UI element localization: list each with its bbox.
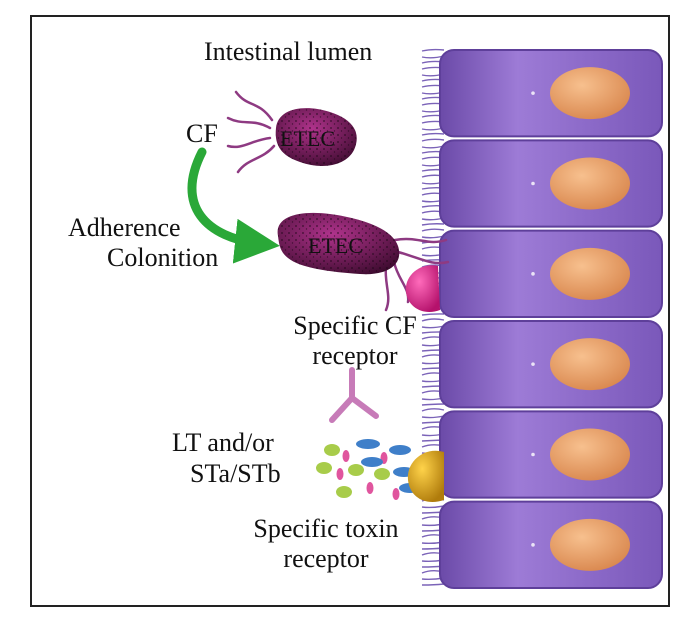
y-receptor (329, 367, 379, 423)
toxin-receptor-label-line1: Specific toxin (253, 514, 399, 543)
etec-label-bottom: ETEC (308, 233, 363, 258)
cf-receptor-label-line1: Specific CF (293, 311, 417, 340)
toxin-green (374, 468, 390, 480)
cell-nucleus (550, 67, 630, 120)
toxin-blue (356, 439, 380, 449)
epithelial-cell (439, 410, 663, 499)
etec-bacterium-free (226, 90, 357, 174)
adherence-label: Adherence (68, 213, 181, 242)
diagram-frame (30, 15, 670, 607)
cell-nucleus (550, 338, 630, 391)
adherence-arrow (187, 147, 280, 264)
epithelial-cell (439, 49, 663, 138)
toxin-blue (361, 457, 383, 467)
toxin-label-line2: STa/STb (190, 459, 281, 488)
toxin-pink (336, 468, 344, 480)
cf-receptor-label-line2: receptor (312, 341, 398, 370)
toxin-blue (389, 445, 411, 455)
toxin-receptor-label-line2: receptor (283, 544, 369, 573)
cell-nucleus (550, 428, 630, 481)
cf-label: CF (186, 119, 218, 148)
toxin-green (348, 464, 364, 476)
cf-receptor (405, 265, 440, 312)
epithelial-cell-column (421, 48, 663, 589)
epithelial-cell (439, 139, 663, 228)
intestinal-lumen-label: Intestinal lumen (204, 37, 373, 66)
toxin-green (324, 444, 340, 456)
toxin-molecules (316, 439, 421, 500)
cell-nucleus (550, 247, 630, 300)
epithelial-cell (439, 500, 663, 589)
epithelial-cell (439, 229, 663, 319)
toxin-green (336, 486, 352, 498)
cell-nucleus (550, 157, 630, 210)
toxin-pink (342, 450, 350, 462)
toxin-pink (392, 488, 400, 500)
toxin-green (316, 462, 332, 474)
etec-bacterium-adhered (277, 212, 450, 312)
toxin-receptor (407, 450, 444, 502)
toxin-label-line1: LT and/or (172, 428, 274, 457)
epithelial-cell (439, 320, 663, 409)
cell-nucleus (550, 518, 630, 571)
colonition-label: Colonition (107, 243, 219, 272)
etec-label-top: ETEC (280, 126, 335, 151)
toxin-pink (366, 482, 374, 494)
